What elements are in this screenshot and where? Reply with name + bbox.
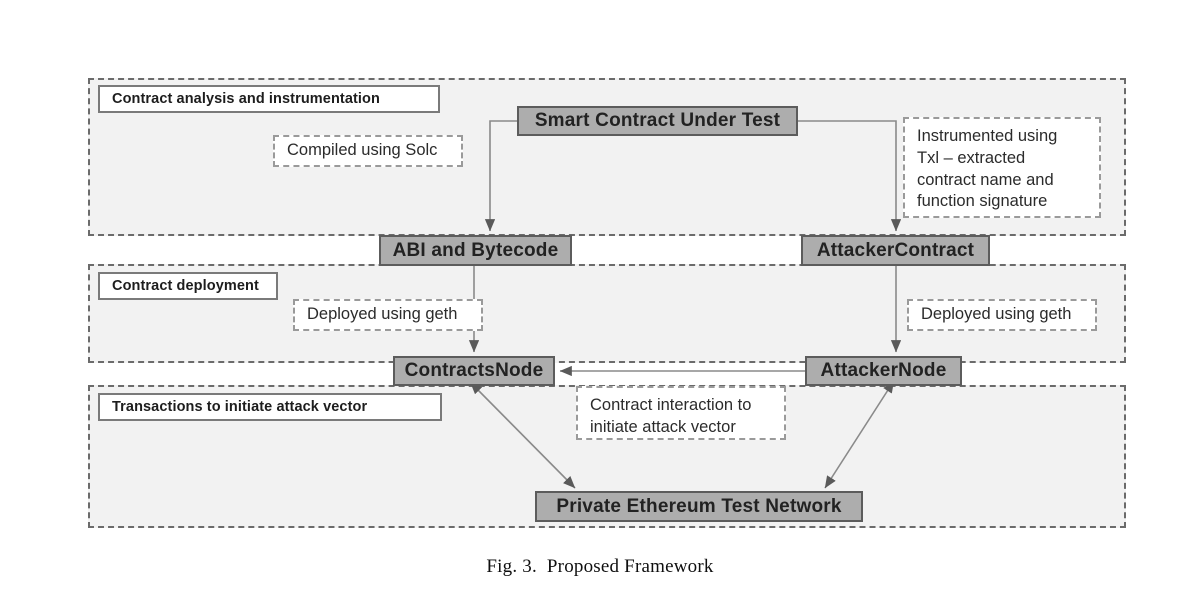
node-abi-and-bytecode[interactable]: ABI and Bytecode [379, 235, 572, 266]
note-instrumented-using-txl-text: Instrumented using Txl – extracted contr… [917, 127, 1058, 211]
node-attacker-node[interactable]: AttackerNode [805, 356, 962, 386]
note-compiled-using-solc-text: Compiled using Solc [287, 141, 438, 160]
region-label-attack-transactions: Transactions to initiate attack vector [98, 393, 442, 421]
node-attacker-contract[interactable]: AttackerContract [801, 235, 990, 266]
note-deployed-using-geth-right-text: Deployed using geth [921, 305, 1072, 324]
node-smart-contract-under-test[interactable]: Smart Contract Under Test [517, 106, 798, 136]
note-deployed-using-geth-right: Deployed using geth [907, 299, 1097, 331]
node-attacker-node-label: AttackerNode [820, 360, 947, 381]
figure-caption-title: Proposed Framework [546, 556, 714, 577]
region-label-contract-deployment-text: Contract deployment [112, 278, 259, 294]
node-attacker-contract-label: AttackerContract [816, 239, 975, 261]
note-contract-interaction-text: Contract interaction to initiate attack … [590, 396, 752, 436]
node-abi-and-bytecode-label: ABI and Bytecode [392, 239, 559, 261]
note-deployed-using-geth-left: Deployed using geth [293, 299, 483, 331]
note-compiled-using-solc: Compiled using Solc [273, 135, 463, 167]
node-smart-contract-under-test-label: Smart Contract Under Test [534, 110, 781, 131]
node-contracts-node[interactable]: ContractsNode [393, 356, 555, 386]
node-contracts-node-label: ContractsNode [404, 360, 544, 381]
region-label-contract-analysis-text: Contract analysis and instrumentation [112, 91, 380, 107]
region-label-contract-analysis: Contract analysis and instrumentation [98, 85, 440, 113]
node-private-ethereum-test-network-label: Private Ethereum Test Network [556, 495, 842, 517]
figure-caption: Fig. 3. Proposed Framework [0, 556, 1200, 578]
region-label-contract-deployment: Contract deployment [98, 272, 278, 300]
node-private-ethereum-test-network[interactable]: Private Ethereum Test Network [535, 491, 863, 522]
note-deployed-using-geth-left-text: Deployed using geth [307, 305, 458, 324]
note-contract-interaction: Contract interaction to initiate attack … [576, 386, 786, 440]
region-label-attack-transactions-text: Transactions to initiate attack vector [112, 399, 368, 415]
note-instrumented-using-txl: Instrumented using Txl – extracted contr… [903, 117, 1101, 218]
figure-caption-number: Fig. 3. [486, 556, 537, 577]
